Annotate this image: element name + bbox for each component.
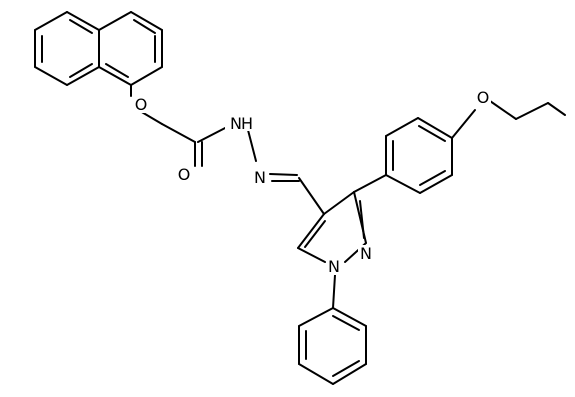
atom-label-hydrazide-nh: N (230, 114, 242, 133)
atom-label-pyrazole-n1: N (328, 257, 340, 276)
atom-label-hydrazide-h: H (241, 114, 253, 133)
naphthyl-ether-linker (130, 84, 196, 143)
atom-label-ether-oxygen: O (135, 95, 148, 114)
acylhydrazone-chain (194, 125, 325, 215)
atom-label-pyrazole-n2: N (360, 244, 372, 263)
pyrazole-ring (297, 191, 367, 263)
atom-label-hydrazone-n: N (254, 168, 266, 187)
atom-labels: O O N H N N N O (133, 88, 491, 276)
propoxyphenyl-ring (353, 117, 453, 194)
n-phenyl-ring (298, 274, 367, 385)
atom-label-carbonyl-oxygen: O (178, 165, 191, 184)
atom-label-propoxy-oxygen: O (477, 88, 490, 107)
propoxy-chain (451, 100, 566, 139)
naphthalene-ring (34, 11, 163, 86)
